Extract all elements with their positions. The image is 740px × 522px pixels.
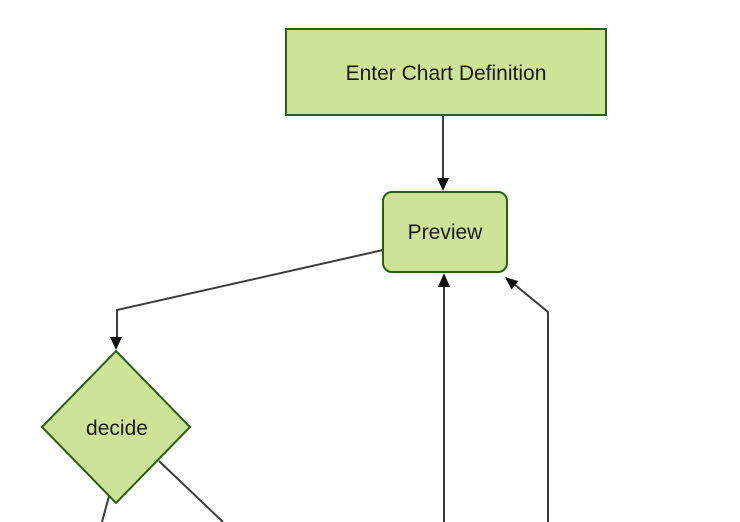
- edge-decide-to-offscreen-bottom-left: [101, 495, 110, 522]
- edge-offscreen-bottom-to-preview: [438, 273, 450, 522]
- node-label: decide: [86, 417, 148, 440]
- edge-line: [513, 283, 549, 522]
- edge-preview-to-decide: [110, 249, 384, 350]
- edge-enter-chart-definition-to-preview: [437, 115, 449, 191]
- rounded-rectangle-shape: [382, 191, 508, 273]
- edge-decide-to-offscreen-bottom-right: [158, 460, 224, 522]
- edge-line: [158, 460, 224, 522]
- arrowhead-up-left-icon: [505, 277, 519, 290]
- node-label: Preview: [408, 221, 484, 244]
- edge-offscreen-bottom-right-to-preview: [505, 277, 549, 522]
- node-preview: Preview: [382, 191, 508, 273]
- diamond-shape: [40, 349, 192, 505]
- edge-line: [116, 249, 384, 340]
- node-label: Enter Chart Definition: [346, 62, 547, 85]
- arrowhead-down-icon: [437, 178, 449, 191]
- arrowhead-up-icon: [438, 273, 450, 287]
- edge-line: [101, 495, 110, 522]
- node-enter-chart-definition: Enter Chart Definition: [285, 28, 607, 116]
- node-decide: decide: [40, 349, 192, 505]
- rectangle-shape: [285, 28, 607, 116]
- arrowhead-down-icon: [110, 337, 122, 350]
